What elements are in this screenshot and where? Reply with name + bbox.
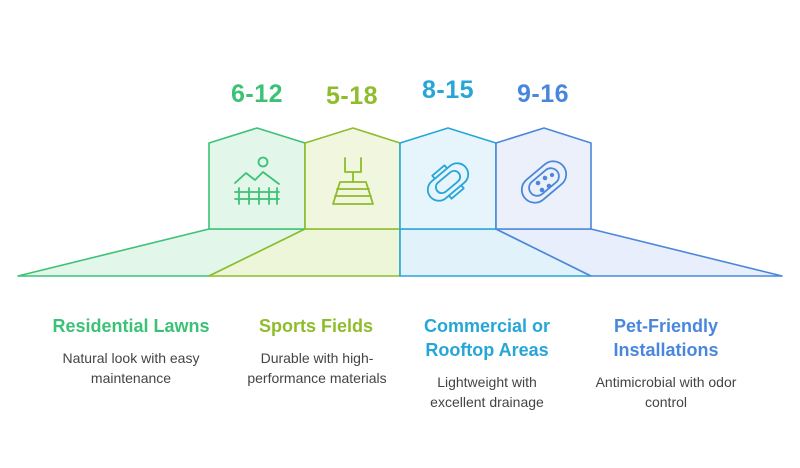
- range-commercial: 8-15: [421, 76, 475, 104]
- title-line: Sports Fields: [258, 316, 374, 336]
- desc-line: Antimicrobial with odor: [595, 374, 737, 390]
- title-line: Rooftop Areas: [425, 340, 549, 360]
- desc-line: Durable with high-: [260, 350, 374, 366]
- drainage-pad-icon: [426, 162, 470, 202]
- desc-residential: Natural look with easy maintenance: [36, 348, 226, 388]
- range-residential: 6-12: [230, 80, 284, 108]
- title-pet: Pet-Friendly Installations: [566, 314, 766, 362]
- desc-line: performance materials: [247, 370, 387, 386]
- title-line: Residential Lawns: [52, 316, 210, 336]
- title-line: Pet-Friendly: [613, 316, 719, 336]
- title-line: Installations: [613, 340, 719, 360]
- antimicrobial-pad-icon: [520, 160, 568, 204]
- landscape-fence-icon: [234, 156, 280, 205]
- title-line: Commercial or: [423, 316, 551, 336]
- desc-line: Natural look with easy: [62, 350, 200, 366]
- desc-line: control: [644, 394, 688, 410]
- title-commercial: Commercial or Rooftop Areas: [387, 314, 587, 362]
- title-sports: Sports Fields: [216, 314, 416, 338]
- title-residential: Residential Lawns: [31, 314, 231, 338]
- range-sports: 5-18: [325, 82, 379, 110]
- desc-line: excellent drainage: [430, 394, 544, 410]
- desc-pet: Antimicrobial with odor control: [571, 372, 761, 412]
- desc-commercial: Lightweight with excellent drainage: [392, 372, 582, 412]
- goalpost-field-icon: [332, 157, 374, 205]
- pillar-commercial: [399, 127, 497, 230]
- desc-sports: Durable with high- performance materials: [222, 348, 412, 388]
- desc-line: maintenance: [90, 370, 172, 386]
- desc-line: Lightweight with: [437, 374, 537, 390]
- range-pet: 9-16: [516, 80, 570, 108]
